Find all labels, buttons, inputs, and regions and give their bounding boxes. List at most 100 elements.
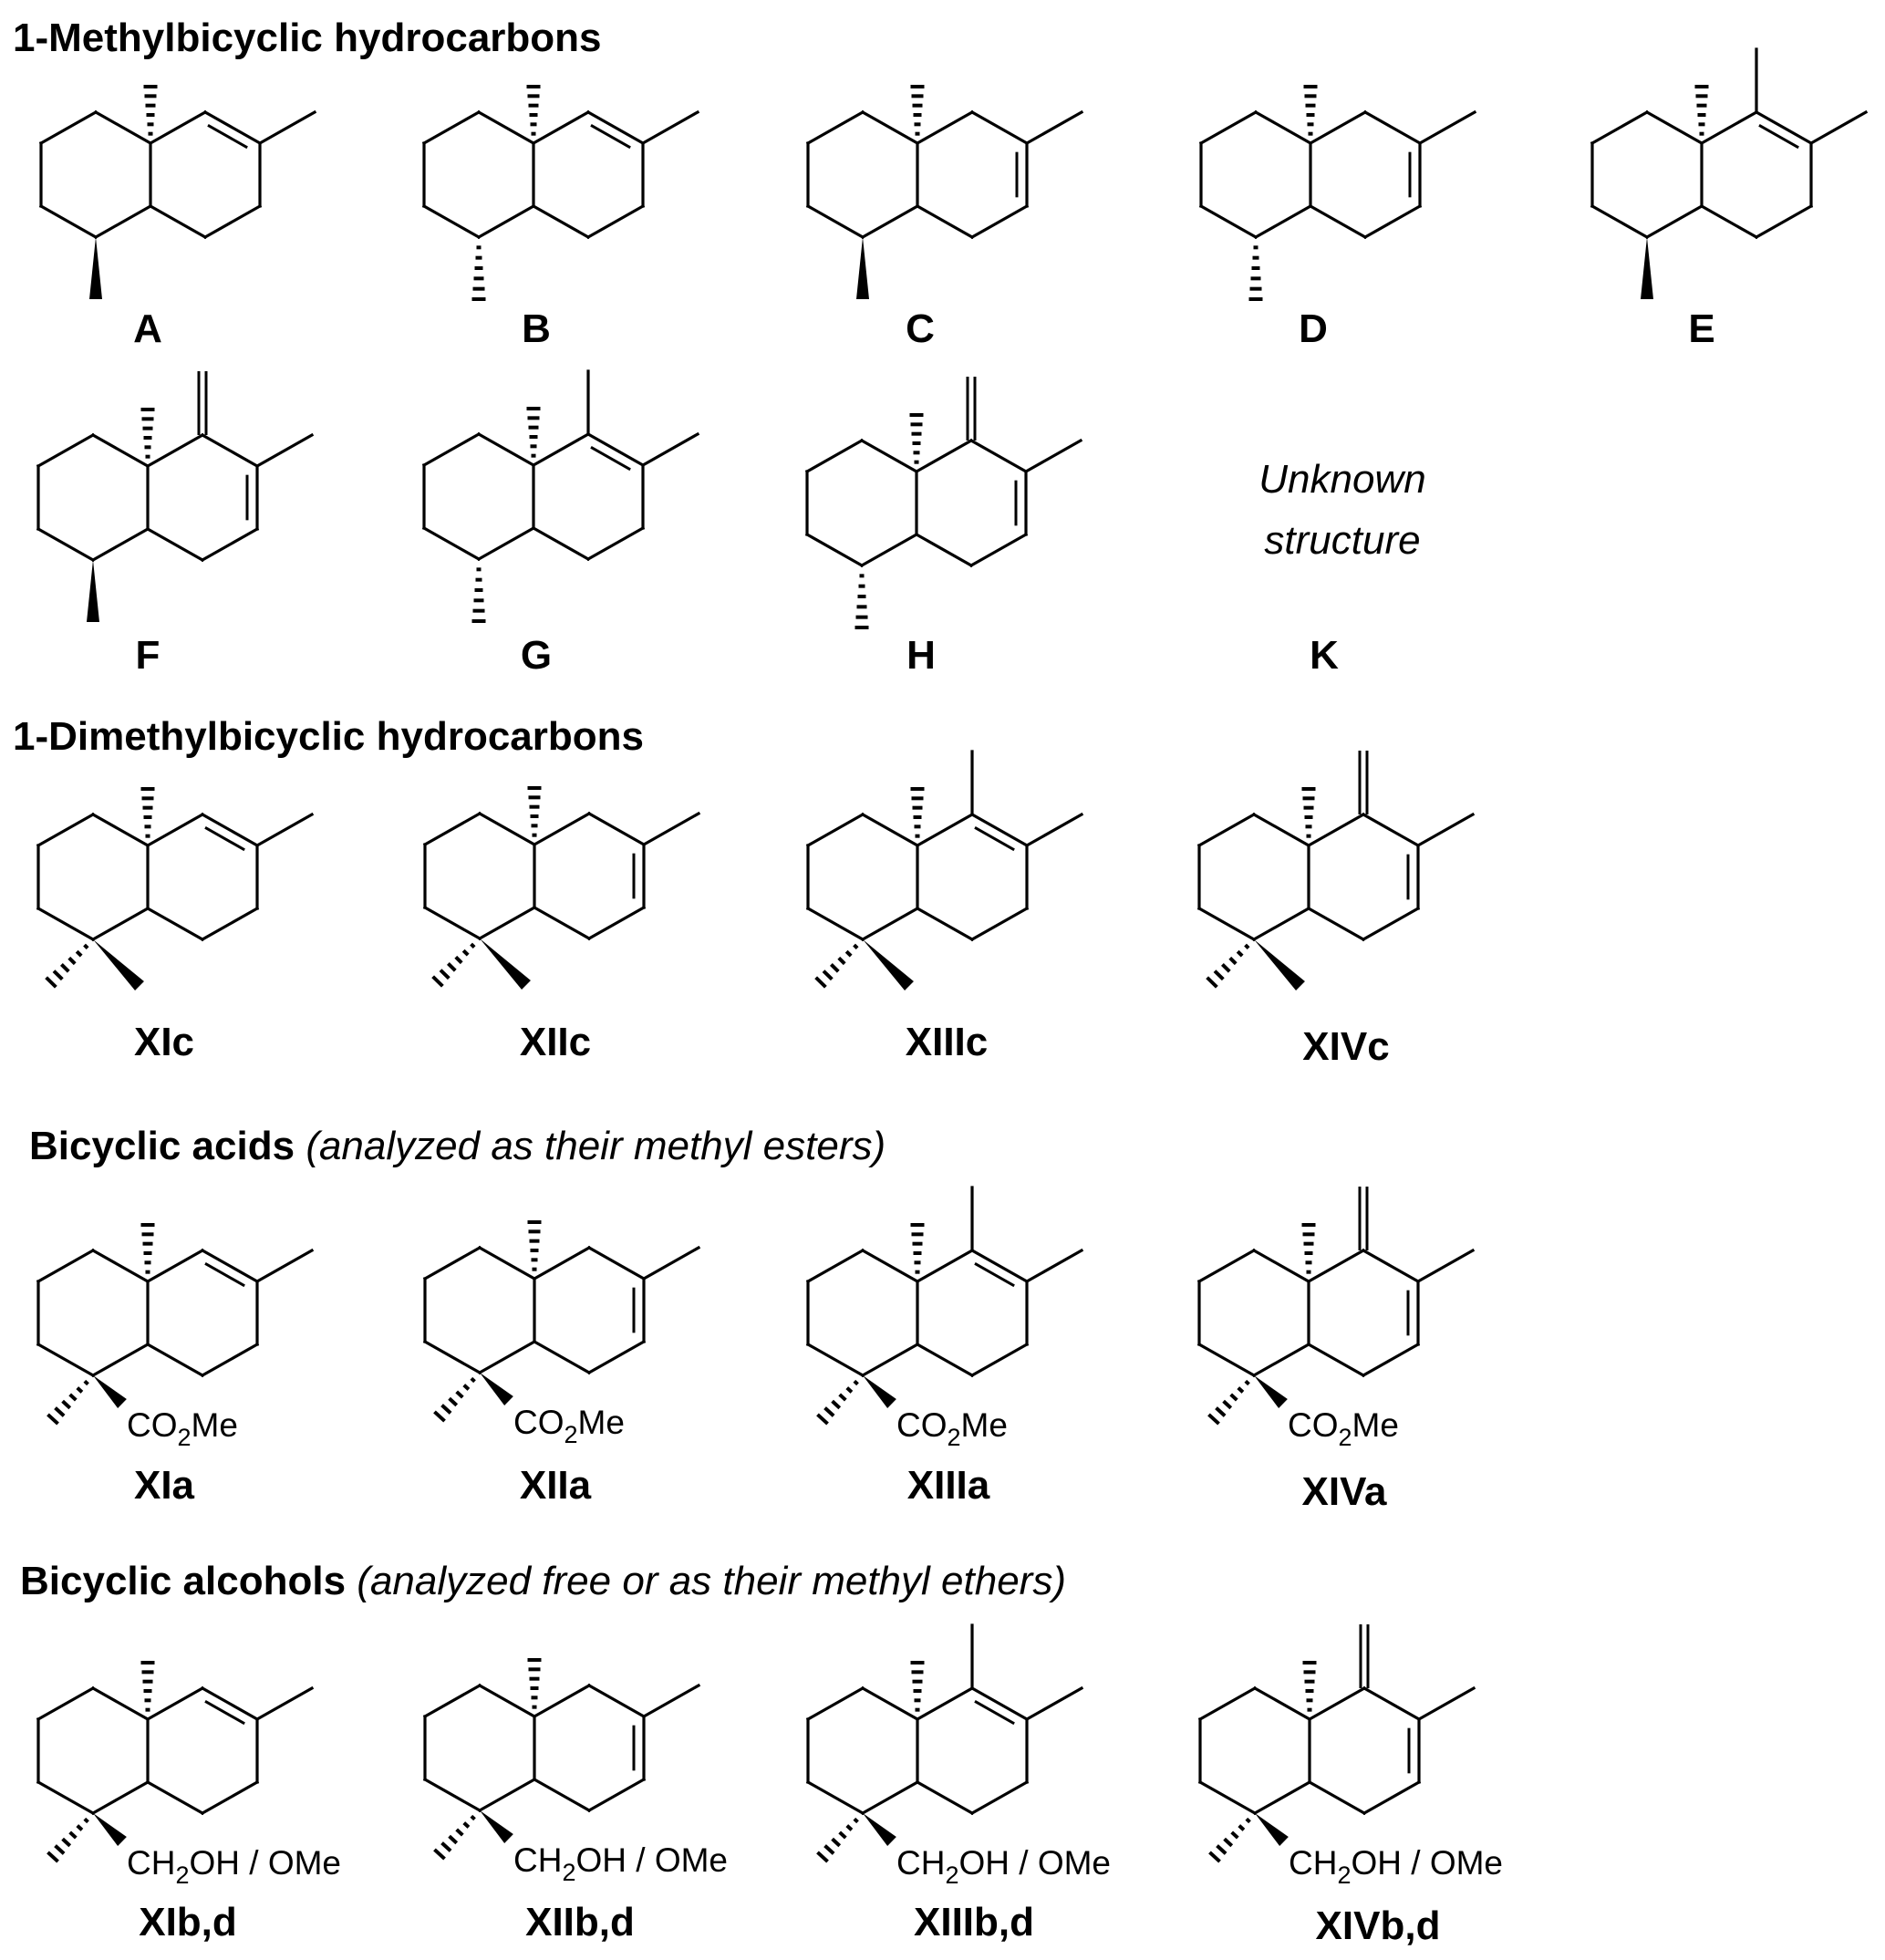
decalin-skeleton (421, 431, 646, 562)
c4-substituent-wedge (93, 1375, 127, 1409)
hash-stroke (462, 1821, 471, 1829)
ring-bond (860, 1342, 920, 1378)
methyl-bond (1415, 812, 1476, 848)
c4-methyl-hashed (1248, 245, 1263, 301)
ring-bond (968, 532, 1029, 568)
subst-subscript: 2 (945, 1861, 958, 1889)
c4-methyl-hashed (431, 942, 476, 988)
hash-stroke (1213, 970, 1225, 981)
compound-label-e: E (1688, 306, 1714, 351)
c4-methyl-wedge (89, 237, 102, 299)
hash-stroke (838, 1393, 847, 1402)
ring-bond (969, 1342, 1030, 1378)
ring-bond (1197, 1685, 1258, 1722)
c4-methyl-hashed (471, 567, 486, 623)
subst-part: CO (513, 1404, 564, 1441)
ring-bond (1196, 906, 1257, 942)
c4-methyl-wedge (863, 939, 914, 990)
subst-part: CO (896, 1406, 948, 1444)
ester-group-label: CO2Me (896, 1406, 1008, 1451)
subst-part: Me (578, 1404, 625, 1441)
compound-label-xibd: XIb,d (139, 1900, 237, 1944)
decalin-skeleton (804, 438, 1029, 568)
ring-bond (421, 525, 482, 562)
subst-subscript: 2 (948, 1424, 961, 1451)
ring-bond (805, 812, 865, 848)
subst-part: OH / OMe (958, 1844, 1111, 1882)
molecule-e (1590, 47, 1869, 299)
compound-label-xiia: XIIa (520, 1463, 592, 1508)
compound-label-xiiia: XIIIa (907, 1463, 990, 1508)
hash-stroke (1244, 943, 1250, 950)
hash-stroke (1229, 1393, 1238, 1402)
ring-bond (1362, 1685, 1422, 1722)
ring-bond (36, 1342, 96, 1378)
subst-subscript: 2 (1337, 1861, 1351, 1889)
decalin-skeleton (1590, 109, 1814, 240)
ring-bond (422, 1245, 482, 1281)
ring-bond (805, 1685, 865, 1722)
ring-bond (1253, 203, 1313, 240)
subst-subscript: 2 (1339, 1424, 1352, 1451)
ring-bond (586, 1777, 647, 1813)
subst-part: CO (127, 1406, 178, 1444)
ring-bond (804, 438, 865, 474)
subst-part: Me (1352, 1406, 1399, 1444)
ring-bond (804, 532, 865, 568)
ring-bond (477, 1777, 537, 1813)
ring-bond (532, 1777, 592, 1813)
ring-bond (148, 109, 208, 146)
c4-methyl-wedge (87, 560, 99, 622)
ring-bond (1306, 906, 1366, 942)
hash-stroke (1208, 1851, 1221, 1863)
unknown-structure-text: Unknown (1258, 457, 1425, 502)
ring-bond (969, 1685, 1030, 1722)
hash-stroke (845, 1824, 854, 1831)
decalin-skeleton (421, 109, 646, 240)
molecule-xibd: CH2OH / OMe (36, 1661, 341, 1889)
c4-substituent-wedge (1255, 1813, 1289, 1847)
hash-stroke (1230, 1830, 1239, 1840)
angular-methyl-hashed (910, 1661, 925, 1712)
c4-methyl-wedge (480, 939, 531, 990)
compound-label-xic: XIc (134, 1020, 194, 1064)
ring-bond (36, 812, 96, 848)
ring-bond (532, 1339, 592, 1375)
alcohol-group-label: CH2OH / OMe (513, 1841, 728, 1886)
compound-label-d: D (1299, 306, 1328, 351)
decalin-skeleton (36, 1685, 260, 1816)
ring-bond (148, 203, 208, 240)
ring-bond (93, 203, 153, 240)
ring-bond (90, 1248, 150, 1284)
alcohol-group-label: CH2OH / OMe (896, 1844, 1111, 1889)
ring-bond (860, 1248, 920, 1284)
angular-methyl-hashed (140, 1661, 155, 1712)
ring-bond (36, 906, 96, 942)
subst-part: OH / OMe (189, 1844, 341, 1882)
ring-bond (93, 109, 153, 146)
ring-bond (1644, 109, 1704, 146)
ring-bond (531, 431, 591, 468)
ring-bond (915, 109, 975, 146)
compound-label-xiibd: XIIb,d (525, 1900, 635, 1944)
c4-methyl-hashed (45, 943, 89, 989)
molecule-xiic (422, 786, 701, 990)
ring-bond (1361, 1248, 1421, 1284)
decalin-skeleton (805, 1248, 1030, 1378)
hash-stroke (462, 1384, 471, 1391)
ring-bond (969, 812, 1030, 848)
ring-bond (1308, 203, 1368, 240)
ring-bond (1361, 812, 1421, 848)
methyl-bond (1024, 1248, 1084, 1284)
c4-methyl-hashed (1206, 943, 1250, 989)
ring-bond (200, 1248, 260, 1284)
angular-methyl-hashed (140, 787, 155, 838)
double-bond-inner (974, 1700, 1015, 1726)
ring-bond (915, 1342, 975, 1378)
ring-bond (1361, 906, 1421, 942)
molecule-xivc (1196, 751, 1476, 990)
compound-label-xia: XIa (134, 1463, 195, 1508)
double-bond-inner (590, 446, 631, 472)
ring-bond (915, 1685, 975, 1722)
methyl-bond (1024, 109, 1084, 146)
